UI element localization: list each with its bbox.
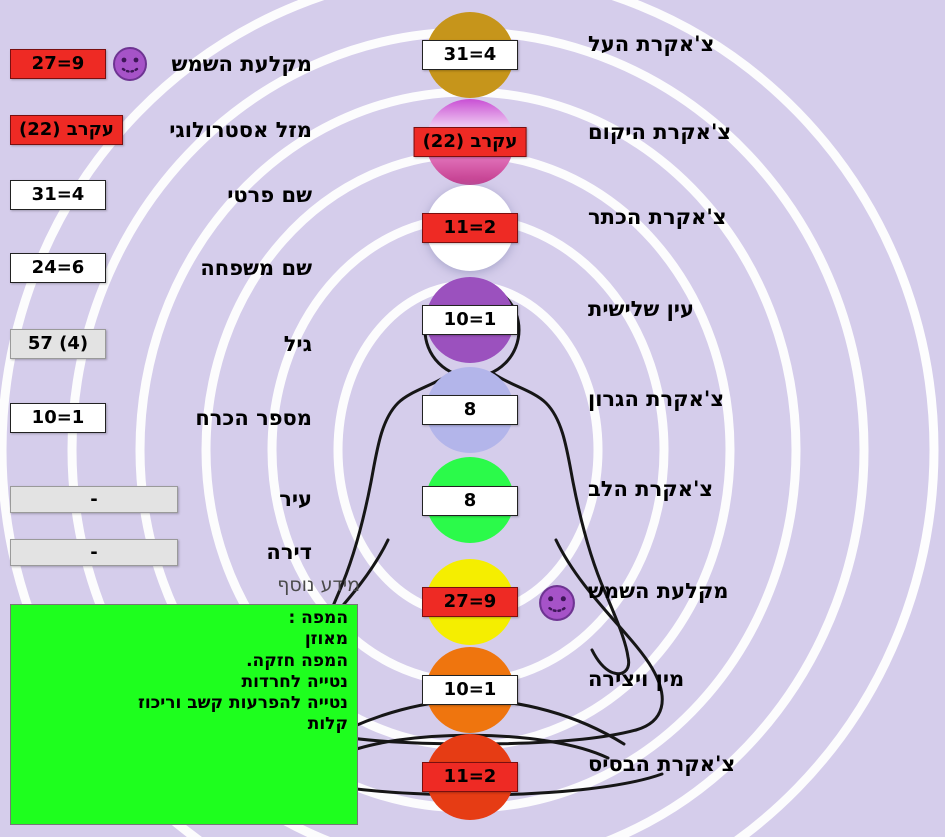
field-row-solar-plexus: 27=9 מקלעת השמש [10,46,312,82]
field-row-zodiac: עקרב (22) מזל אסטרולוגי [10,112,312,148]
field-row-last-name: 24=6 שם משפחה [10,250,312,286]
chakra-value-solar-plexus[interactable]: 27=9 [422,587,518,617]
city-label: עיר [279,487,312,511]
summary-line: נטייה להפרעות קשב וריכוז [138,693,348,713]
chakra-label-throat: צ'אקרת הגרון [588,387,725,411]
chakra-label-supreme: צ'אקרת העל [588,32,715,56]
field-row-apartment: - דירה [10,534,312,570]
chakra-value-heart[interactable]: 8 [422,486,518,516]
last-name-value-field[interactable]: 24=6 [10,253,106,283]
summary-line: קלות [307,714,348,735]
solar-plexus-label: מקלעת השמש [171,52,312,76]
chakra-label-universe: צ'אקרת היקום [588,120,732,144]
summary-line: נטייה לחרדות [241,671,349,692]
summary-textbox[interactable]: המפה : מאוזן המפה חזקה. נטייה לחרדות נטי… [10,604,358,825]
chakra-value-throat[interactable]: 8 [422,395,518,425]
chakra-label-sacral: מין ויצירה [588,667,685,691]
summary-line: מאוזן [304,629,348,650]
chakra-label-heart: צ'אקרת הלב [588,477,714,501]
chakra-value-root[interactable]: 11=2 [422,762,518,792]
city-value-field[interactable]: - [10,485,178,513]
zodiac-value-field[interactable]: עקרב (22) [10,115,123,145]
chakra-label-third-eye: עין שלישית [588,297,694,321]
necessity-number-label: מספר הכרח [195,406,312,430]
summary-line: המפה : [288,608,348,628]
chakra-value-universe[interactable]: עקרב (22) [413,127,527,157]
field-row-first-name: 31=4 שם פרטי [10,177,312,213]
first-name-value-field[interactable]: 31=4 [10,180,106,210]
apartment-value-field[interactable]: - [10,538,178,566]
chakra-value-crown[interactable]: 11=2 [422,213,518,243]
chakra-value-supreme[interactable]: 31=4 [422,40,518,70]
chakra-value-sacral[interactable]: 10=1 [422,675,518,705]
field-row-city: - עיר [10,481,312,517]
solar-plexus-value-field[interactable]: 27=9 [10,49,106,79]
field-row-necessity-number: 10=1 מספר הכרח [10,400,312,436]
zodiac-label: מזל אסטרולוגי [169,118,312,142]
chakra-label-root: צ'אקרת הבסיס [588,752,736,776]
smiley-icon [539,585,575,621]
age-label: גיל [283,332,312,356]
chakra-value-third-eye[interactable]: 10=1 [422,305,518,335]
more-info-label: מידע נוסף [277,574,360,596]
age-value-field[interactable]: 57 (4) [10,329,106,359]
first-name-label: שם פרטי [227,183,312,207]
necessity-number-value-field[interactable]: 10=1 [10,403,106,433]
field-row-age: 57 (4) גיל [10,326,312,362]
summary-line: המפה חזקה. [246,650,348,671]
apartment-label: דירה [266,540,312,564]
smiley-icon [113,47,147,81]
last-name-label: שם משפחה [200,256,312,280]
chakra-label-crown: צ'אקרת הכתר [588,205,727,229]
chakra-label-solar-plexus: מקלעת השמש [588,579,729,603]
